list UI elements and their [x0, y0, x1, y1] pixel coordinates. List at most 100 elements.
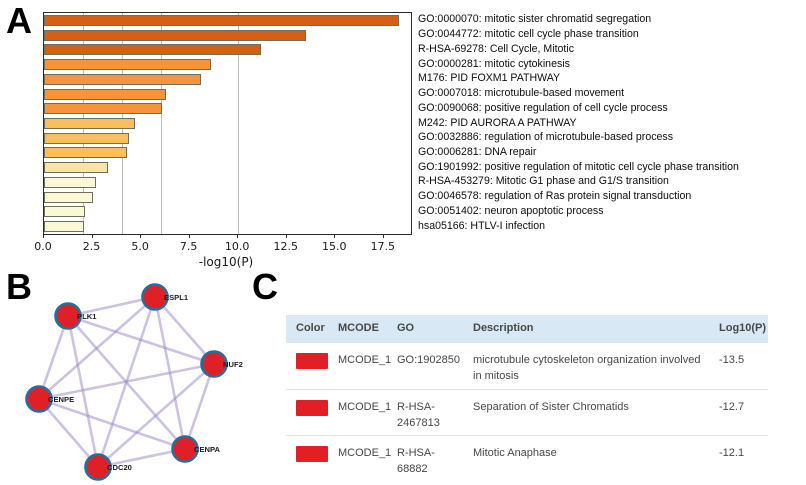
bar	[44, 221, 84, 233]
bar-category-label: R-HSA-453279: Mitotic G1 phase and G1/S …	[418, 175, 669, 188]
network-edge	[37, 315, 70, 400]
bar-category-label: GO:0006281: DNA repair	[418, 145, 537, 158]
bar	[44, 132, 130, 144]
bar-category-label: hsa05166: HTLV-I infection	[418, 219, 546, 232]
table-cell-logp: -13.5	[719, 354, 745, 366]
bar-category-label: GO:0032886: regulation of microtubule-ba…	[418, 131, 673, 144]
bar-plot-area	[43, 12, 412, 235]
bar	[44, 147, 128, 159]
network-edge	[154, 296, 215, 365]
cluster-color-swatch	[296, 353, 328, 369]
x-tick-mark	[43, 234, 45, 238]
bar	[44, 176, 97, 188]
bar	[44, 14, 400, 26]
cluster-color-swatch	[296, 400, 328, 416]
bar-category-label: GO:0000281: mitotic cytokinesis	[418, 57, 570, 70]
network-edge	[97, 447, 186, 469]
mcode-table: Color MCODE GO Description Log10(P) MCODE_1 G…	[286, 315, 768, 481]
bar	[44, 118, 136, 129]
bar	[44, 103, 163, 115]
table-header-go: GO	[397, 322, 415, 335]
bar-category-label: R-HSA-69278: Cell Cycle, Mitotic	[418, 42, 575, 55]
x-tick-label: 15.0	[322, 240, 347, 253]
table-row: MCODE_1 R-HSA-2467813 Separation of Sister…	[286, 389, 768, 435]
table-cell-go: R-HSA-68882	[397, 447, 435, 475]
table-cell-description: Separation of Sister Chromatids	[473, 401, 629, 413]
table-cell-logp: -12.7	[719, 401, 745, 413]
x-axis-label: -log10(P)	[198, 255, 254, 269]
bar-category-label: M176: PID FOXM1 PATHWAY	[418, 72, 561, 85]
table-header-description: Description	[473, 322, 534, 335]
x-tick-label: 2.5	[82, 240, 101, 253]
bar	[44, 29, 307, 41]
panel-b-letter: B	[6, 266, 32, 307]
bar-category-label: GO:0000070: mitotic sister chromatid seg…	[418, 13, 652, 26]
table-row: MCODE_1 GO:1902850 microtubule cytoskeleto…	[286, 343, 768, 389]
table-cell-description: microtubule cytoskeleton organization in…	[473, 354, 701, 382]
table-cell-mcode: MCODE_1	[338, 447, 392, 459]
bar	[44, 44, 262, 56]
network-node-espl1	[141, 283, 169, 311]
table-cell-mcode: MCODE_1	[338, 401, 392, 413]
network-edge	[38, 397, 186, 451]
gridline	[238, 13, 240, 234]
panel-c-letter: C	[252, 266, 278, 307]
x-tick-mark	[188, 234, 190, 238]
x-tick-mark	[237, 234, 239, 238]
network-node-cenpa	[171, 435, 199, 463]
network-node-cdc20	[84, 453, 112, 481]
bar	[44, 162, 109, 174]
network-edge	[97, 363, 215, 468]
x-tick-mark	[285, 234, 287, 238]
bar-category-label: GO:1901992: positive regulation of mitot…	[418, 160, 739, 173]
x-tick-mark	[91, 234, 93, 238]
network-node-nuf2	[200, 350, 228, 378]
table-cell-mcode: MCODE_1	[338, 354, 392, 366]
bar	[44, 191, 93, 203]
network-node-label: ESPL1	[164, 293, 189, 302]
table-header-row: Color MCODE GO Description Log10(P)	[286, 315, 768, 343]
table-cell-go: R-HSA-2467813	[397, 401, 440, 429]
x-tick-label: 7.5	[179, 240, 198, 253]
table-header-mcode: MCODE	[338, 322, 379, 335]
x-tick-label: 5.0	[131, 240, 149, 253]
network-node-label: CENPE	[48, 395, 74, 404]
table-cell-description: Mitotic Anaphase	[473, 447, 557, 459]
x-tick-label: 17.5	[370, 240, 396, 253]
x-tick-label: 12.5	[273, 240, 298, 253]
table-header-log10-p-: Log10(P)	[719, 322, 767, 335]
bar	[44, 73, 202, 85]
x-tick-mark	[140, 234, 142, 238]
table-row: MCODE_1 R-HSA-68882 Mitotic Anaphase -12.1	[286, 435, 768, 481]
network-edge	[67, 314, 215, 366]
network-node-label: NUF2	[223, 360, 243, 369]
network-edge	[38, 398, 99, 468]
network-node-label: CDC20	[107, 463, 132, 472]
bar	[44, 206, 85, 218]
bar	[44, 59, 211, 71]
x-tick-mark	[382, 234, 384, 238]
bar-category-label: GO:0090068: positive regulation of cell …	[418, 101, 668, 114]
network-edge	[38, 362, 215, 401]
table-cell-logp: -12.1	[719, 447, 745, 459]
network-edge	[67, 295, 156, 318]
bar-category-label: GO:0046578: regulation of Ras protein si…	[418, 190, 692, 203]
bar-category-labels: GO:0000070: mitotic sister chromatid seg…	[418, 12, 806, 233]
x-tick-label: 10.0	[224, 240, 250, 253]
bar	[44, 88, 167, 100]
network-node-label: PLK1	[77, 312, 97, 321]
table-cell-go: GO:1902850	[397, 354, 460, 366]
bar-category-label: GO:0044772: mitotic cell cycle phase tra…	[418, 28, 639, 41]
bar-category-label: GO:0007018: microtubule-based movement	[418, 87, 625, 100]
x-tick-mark	[334, 234, 336, 238]
gridline	[160, 13, 162, 234]
x-tick-label: 0.0	[34, 240, 52, 253]
panel-a-letter: A	[6, 0, 32, 41]
bar-category-label: GO:0051402: neuron apoptotic process	[418, 204, 604, 217]
network-node-plk1	[54, 302, 82, 330]
table-header-color: Color	[296, 322, 325, 335]
network-node-label: CENPA	[194, 445, 221, 454]
cluster-color-swatch	[296, 446, 328, 462]
